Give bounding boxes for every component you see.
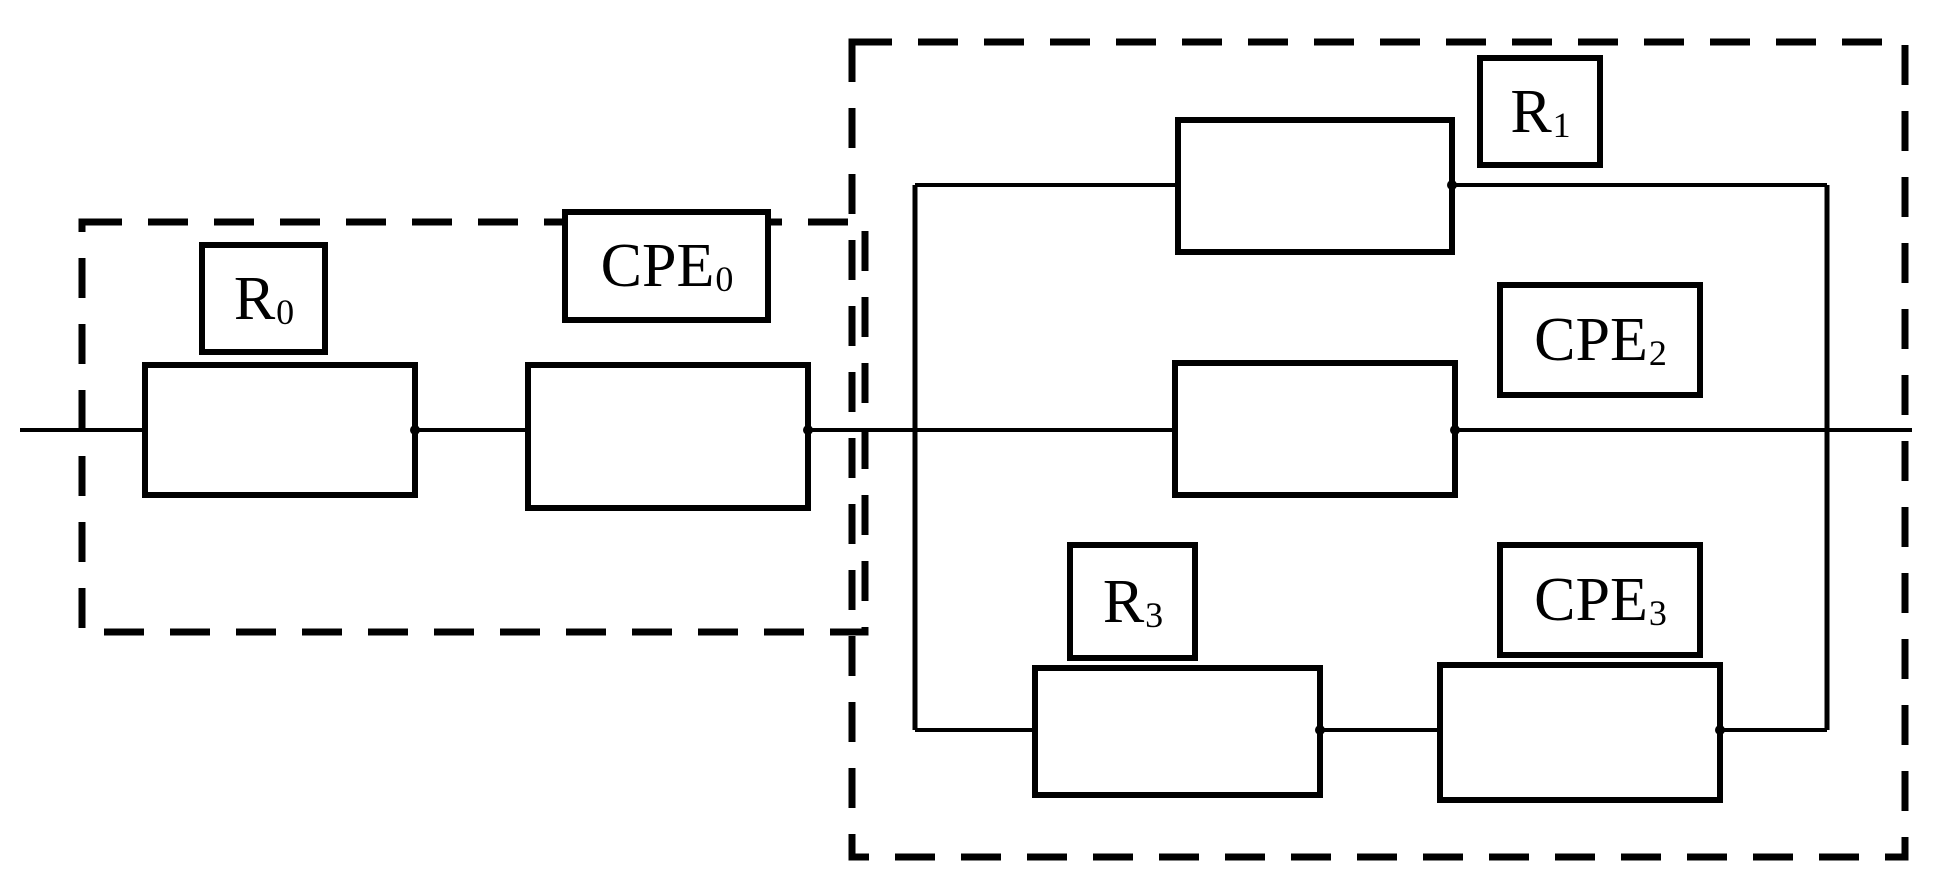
cpe3-right-terminal-dot: [1715, 725, 1725, 735]
r1-component-body: [1175, 117, 1455, 255]
r1-right-terminal-dot: [1447, 180, 1457, 190]
cpe2-label-base: CPE: [1534, 306, 1648, 374]
cpe0-label-subscript: 0: [715, 259, 734, 299]
cpe2-label-subscript: 2: [1648, 333, 1667, 373]
cpe0-component-body: [525, 362, 811, 511]
cpe2-component-body: [1172, 360, 1458, 498]
r1-label-subscript: 1: [1552, 104, 1571, 145]
r0-label-box: [199, 242, 328, 355]
cpe0-label-base: CPE: [600, 232, 715, 300]
cpe2-right-terminal-dot: [1450, 425, 1460, 435]
r3-component-body: [1032, 665, 1323, 798]
r3-label-box: [1067, 542, 1198, 661]
r1-label-box: [1477, 55, 1603, 168]
r0-label-subscript: 0: [276, 291, 295, 332]
r3-label-subscript: 3: [1145, 594, 1164, 635]
left-group-dashed-box: [78, 218, 869, 636]
r0-component-body: [142, 362, 418, 498]
r0-label-base: R: [233, 264, 276, 333]
r1-label-base: R: [1510, 77, 1552, 146]
cpe0-right-terminal-dot: [803, 425, 813, 435]
cpe0-label-box: [562, 209, 771, 323]
r0-right-terminal-dot: [410, 425, 420, 435]
cpe3-component-body: [1437, 662, 1723, 803]
cpe3-label-subscript: 3: [1648, 593, 1667, 633]
r3-label-base: R: [1102, 567, 1145, 636]
cpe3-label-box: [1497, 542, 1703, 658]
cpe3-label-base: CPE: [1534, 566, 1648, 634]
cpe2-label-box: [1497, 282, 1703, 398]
right-group-dashed-box: [848, 38, 1909, 861]
r3-right-terminal-dot: [1315, 725, 1325, 735]
